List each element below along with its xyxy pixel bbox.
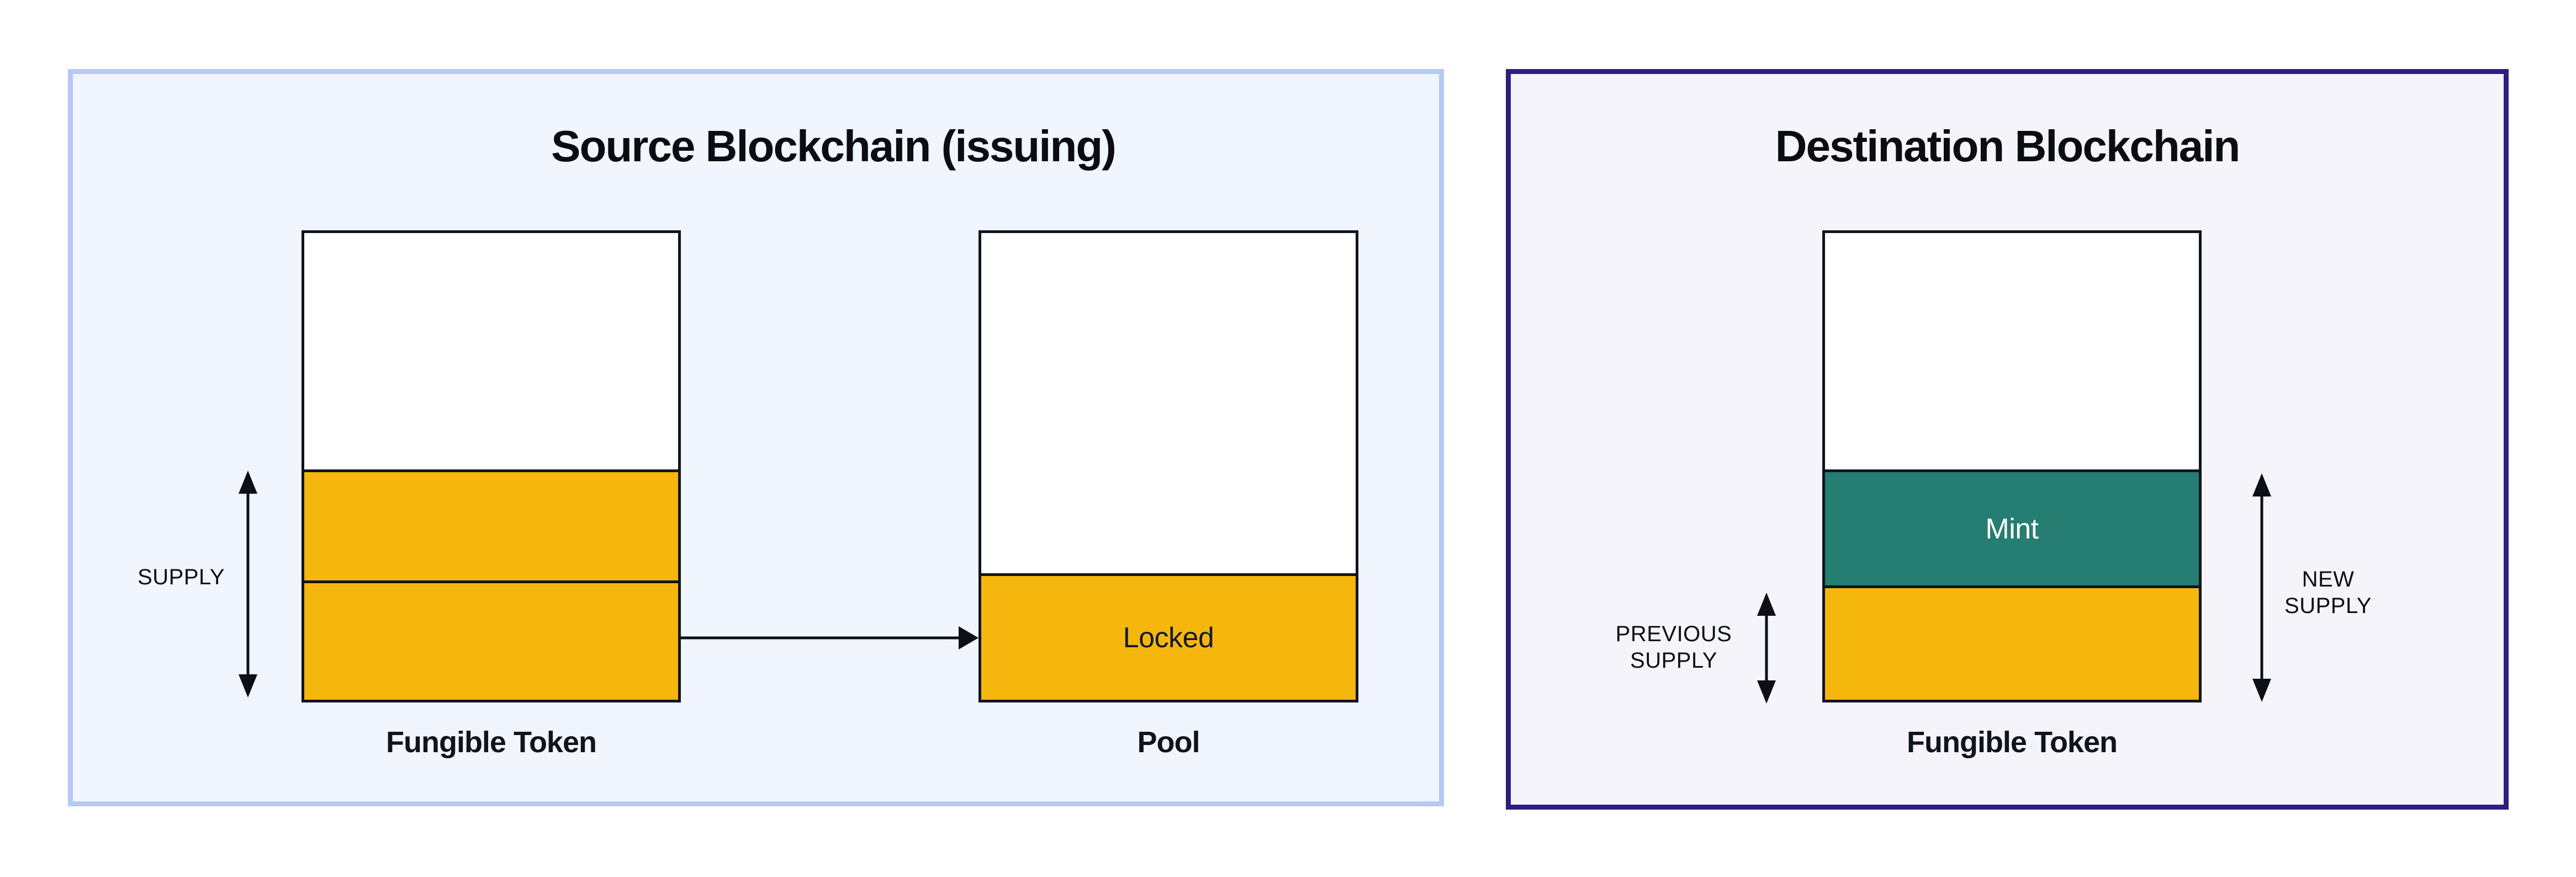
- previous-supply-range-label: PREVIOUS SUPPLY: [1591, 621, 1757, 674]
- pool-bar: Locked: [978, 230, 1358, 702]
- previous-supply-double-arrow-icon: [1755, 593, 1778, 704]
- arrowhead-right: [959, 626, 978, 649]
- destination-fungible-token-caption: Fungible Token: [1907, 726, 2118, 759]
- new-supply-range-label: NEW SUPPLY: [2273, 566, 2383, 619]
- lock-transfer-arrow-icon: [681, 626, 978, 650]
- source-panel-title: Source Blockchain (issuing): [551, 121, 1117, 171]
- destination-blockchain-panel: Destination Blockchain PREVIOUS SUPPLY M…: [1506, 69, 2509, 810]
- locked-segment-label: Locked: [1123, 622, 1214, 654]
- destination-bar-empty-segment: [1825, 233, 2199, 469]
- arrowhead-down: [239, 674, 257, 698]
- supply-range-double-arrow-icon: [236, 471, 260, 698]
- fungible-token-bar: [301, 230, 681, 702]
- fungible-token-bar-upper-supply-segment: [304, 469, 678, 580]
- destination-bar-mint-segment: Mint: [1825, 469, 2199, 585]
- source-blockchain-panel: Source Blockchain (issuing) SUPPLY Fungi…: [68, 69, 1444, 806]
- arrowhead-down: [2252, 679, 2271, 702]
- destination-panel-title: Destination Blockchain: [1775, 121, 2241, 171]
- arrow-shaft: [246, 487, 250, 681]
- pool-bar-empty-segment: [981, 233, 1356, 573]
- destination-bar-previous-supply-segment: [1825, 585, 2199, 700]
- arrow-shaft: [681, 636, 962, 640]
- supply-range-label: SUPPLY: [137, 565, 225, 589]
- arrow-shaft: [1765, 609, 1768, 687]
- pool-bar-locked-segment: Locked: [981, 573, 1356, 700]
- arrow-shaft: [2260, 490, 2263, 685]
- previous-supply-label-line2: SUPPLY: [1630, 648, 1717, 673]
- fungible-token-bar-lower-supply-segment: [304, 580, 678, 700]
- pool-caption: Pool: [1137, 726, 1200, 759]
- previous-supply-label-line1: PREVIOUS: [1615, 622, 1732, 646]
- destination-fungible-token-bar: Mint: [1822, 230, 2202, 702]
- arrowhead-down: [1757, 680, 1776, 704]
- fungible-token-bar-empty-segment: [304, 233, 678, 469]
- fungible-token-caption: Fungible Token: [386, 726, 597, 759]
- new-supply-label-line2: SUPPLY: [2284, 594, 2372, 618]
- new-supply-double-arrow-icon: [2250, 473, 2273, 702]
- mint-segment-label: Mint: [1985, 513, 2039, 545]
- new-supply-label-line1: NEW: [2302, 567, 2355, 591]
